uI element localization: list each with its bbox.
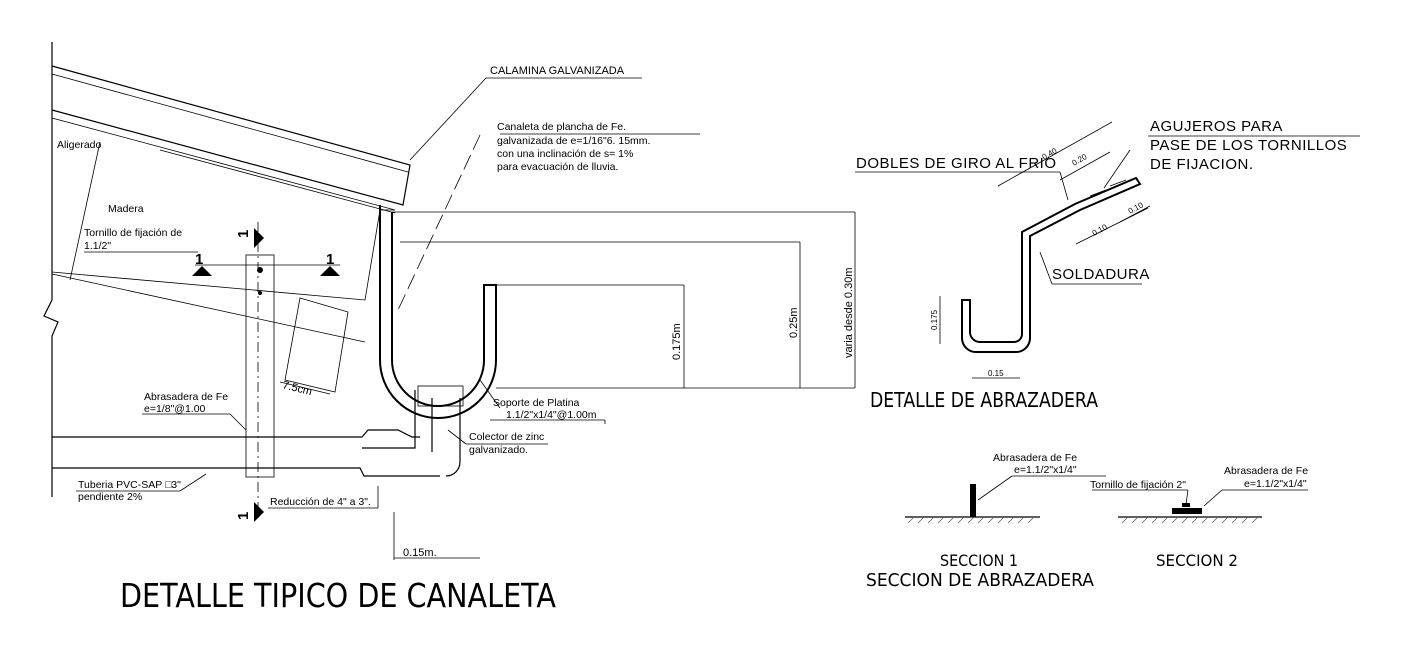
main-gutter-detail — [43, 42, 856, 560]
label-canaleta-2: galvanizada de e=1/16"6. 15mm. — [497, 135, 650, 147]
label-tuberia-1: Tuberia PVC-SAP □3" — [78, 479, 181, 491]
label-s2-tornillo: Tornillo de fijación 2" — [1090, 479, 1186, 491]
label-soldadura: SOLDADURA — [1052, 266, 1150, 283]
label-calamina: CALAMINA GALVANIZADA — [490, 65, 625, 77]
fixing-post — [245, 254, 275, 478]
label-agujeros-2: PASE DE LOS TORNILLOS — [1150, 137, 1347, 154]
cut-arrow-icon — [320, 266, 340, 276]
label-colector-2: galvanizado. — [469, 444, 528, 456]
label-tornillo-2: 1.1/2" — [84, 240, 111, 252]
dim-015: 0.15 — [988, 369, 1004, 378]
pvc-pipe — [52, 429, 420, 438]
cut-mark-top: 1 — [235, 230, 252, 238]
label-dobles: DOBLES DE GIRO AL FRIO — [856, 155, 1057, 172]
timber-block — [51, 117, 396, 301]
clamp-profile — [961, 176, 1142, 353]
cut-mark-left: 1 — [195, 251, 203, 268]
dim-0175: 0.175 — [930, 309, 939, 330]
label-s2-abrasadera-1: Abrasadera de Fe — [1224, 465, 1308, 477]
label-s1-abrasadera-2: e=1.1/2"x1/4" — [1014, 464, 1077, 476]
title-seccion2: SECCION 2 — [1156, 551, 1238, 570]
clamp-detail — [855, 121, 1360, 379]
label-agujeros-3: DE FIJACION. — [1150, 156, 1254, 173]
cut-arrow-icon — [254, 502, 264, 522]
label-colector-1: Colector de zinc — [469, 431, 544, 443]
title-seccion1: SECCION 1 — [940, 551, 1018, 570]
label-canaleta-1: Canaleta de plancha de Fe. — [497, 121, 626, 133]
cut-arrow-icon — [192, 266, 212, 276]
zinc-collector — [362, 390, 461, 477]
label-reduccion: Reducción de 4" a 3". — [270, 496, 371, 508]
left-wall-line — [43, 42, 59, 497]
dim-0175m: 0.175m — [671, 323, 683, 360]
cut-arrow-icon — [254, 228, 264, 248]
label-abrasadera-1: Abrasadera de Fe — [144, 391, 228, 403]
cut-mark-right: 1 — [326, 251, 334, 268]
label-agujeros-1: AGUJEROS PARA — [1150, 118, 1283, 135]
label-s1-abrasadera-1: Abrasadera de Fe — [993, 452, 1077, 464]
label-soporte-2: 1.1/2"x1/4"@1.00m — [506, 409, 597, 421]
label-abrasadera-2: e=1/8"@1.00 — [144, 403, 206, 415]
label-aligerado: Aligerado — [57, 139, 102, 151]
section2-clamp — [1172, 508, 1202, 514]
section1-clamp — [970, 484, 976, 517]
title-seccion-abrazadera: SECCION DE ABRAZADERA — [866, 570, 1095, 591]
dim-010a: 0.10 — [1091, 222, 1109, 238]
label-tuberia-2: pendiente 2% — [78, 491, 142, 503]
label-canaleta-3: con una inclinación de s= 1% — [497, 148, 633, 160]
label-canaleta-4: para evacuación de lluvia. — [497, 161, 618, 173]
sections-detail — [905, 475, 1308, 524]
label-tornillo-1: Tornillo de fijación de — [84, 227, 182, 239]
roof-sheet — [51, 65, 411, 206]
label-s2-abrasadera-2: e=1.1/2"x1/4" — [1244, 478, 1307, 490]
title-abrazadera: DETALLE DE ABRAZADERA — [870, 388, 1098, 412]
cut-mark-bottom: 1 — [235, 512, 252, 520]
dim-varia: varia desde 0.30m — [843, 268, 855, 359]
dim-025m: 0.25m — [788, 307, 800, 338]
dim-75cm: 7.5cm — [281, 379, 313, 398]
label-soporte-1: Soporte de Platina — [493, 397, 580, 409]
label-madera: Madera — [108, 203, 144, 215]
dim-015m: 0.15m. — [403, 547, 437, 559]
title-main: DETALLE TIPICO DE CANALETA — [120, 576, 556, 615]
